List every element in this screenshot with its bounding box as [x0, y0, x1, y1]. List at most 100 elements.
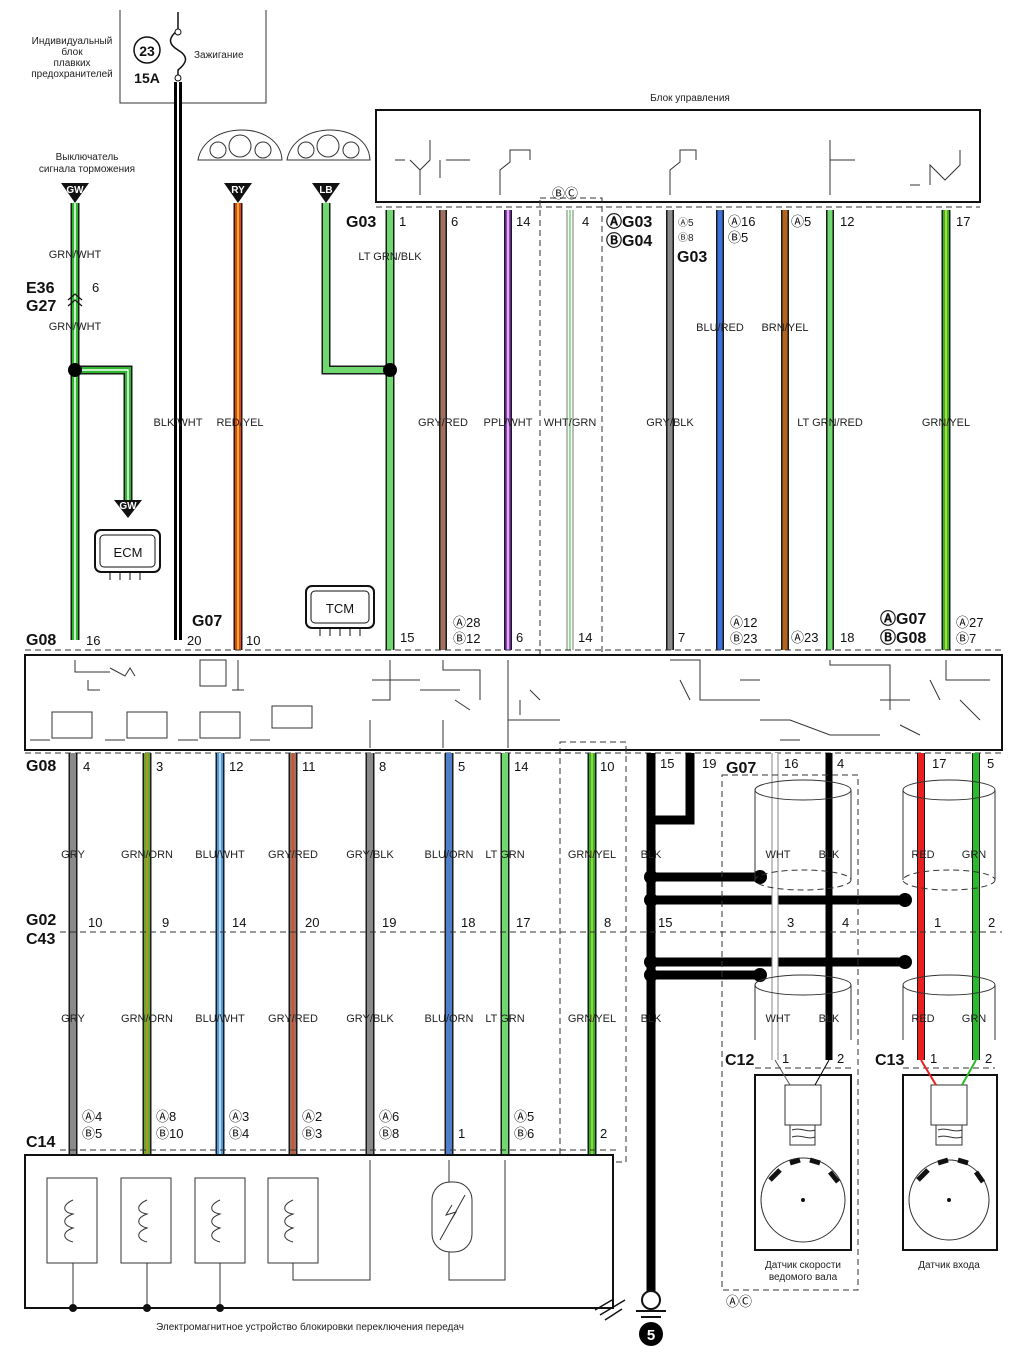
ground-symbol: 5	[636, 1290, 666, 1346]
fuse-terminal-top	[174, 28, 182, 36]
label-pins-c14-1: 1	[458, 1126, 465, 1141]
label-red-yel: RED/YEL	[216, 417, 263, 429]
label-pins-g02-1: 1	[934, 915, 941, 930]
pin-g03-b5: Ⓑ5	[728, 230, 748, 245]
label-pins-g02-14: 14	[232, 915, 246, 930]
label-pins-c14-a3: Ⓐ3	[229, 1109, 249, 1124]
pin-g08-15: 15	[400, 630, 414, 645]
tcm-internal-circuitry	[30, 659, 990, 748]
label-pins-g02-19: 19	[382, 915, 396, 930]
tcm-module: TCM	[305, 585, 375, 636]
wire-labels-row1: GRY GRN/ORN BLU/WHT GRY/RED GRY/BLK BLU/…	[61, 849, 986, 861]
label-wire-labels-gry: GRY	[61, 1013, 85, 1025]
tcm-internal-block	[24, 654, 1003, 751]
label-pins-c14-b4: Ⓑ4	[229, 1126, 249, 1141]
label-wire-labels-grn: GRN	[962, 849, 987, 861]
label-wire-labels-blk: BLK	[641, 849, 662, 861]
ground-wires	[644, 753, 912, 1300]
pin-g08-b7: Ⓑ7	[956, 631, 976, 646]
label-wire-labels-grn-yel: GRN/YEL	[568, 1013, 616, 1025]
label-wire-labels-red: RED	[911, 849, 934, 861]
label-pins-g02-4: 4	[842, 915, 849, 930]
label-pins-c14-b8: Ⓑ8	[379, 1126, 399, 1141]
connector-g08-upper: G08	[26, 632, 56, 649]
label-wire-labels-blu-orn: BLU/ORN	[425, 1013, 474, 1025]
pin-lo-15: 15	[660, 756, 674, 771]
connector-g07-upper: G07	[192, 613, 222, 630]
ac-variant-dashed-area	[721, 774, 859, 1291]
control-unit: Блок управления ⒷⒸ	[375, 93, 981, 661]
pin-g03-a5: Ⓐ5	[678, 217, 694, 229]
pin-c12-1: 1	[782, 1051, 789, 1066]
pin-lo-4b: 4	[837, 756, 844, 771]
gauge-cluster-icon	[197, 129, 283, 161]
connector-g08-lower: G08	[26, 758, 56, 775]
pin-lo-5: 5	[458, 759, 465, 774]
label-wire-labels-lt-grn: LT GRN	[485, 1013, 524, 1025]
ground-number: 5	[647, 1327, 655, 1344]
pin-lo-10: 10	[600, 759, 614, 774]
g02-pins: 10 9 14 20 19 18 17 8 15 3 4 1 2	[88, 915, 995, 930]
gauge-cluster-icon	[286, 129, 371, 161]
output-speed-sensor-label-2: ведомого вала	[769, 1272, 838, 1283]
fuse-block: Индивидуальный блок плавких предохраните…	[31, 10, 267, 104]
connector-g27: G27	[26, 298, 56, 315]
ac-variant-mark: ⒶⒸ	[726, 1294, 752, 1309]
wire-grn-wht	[68, 203, 133, 640]
label-pins-c14-b5: Ⓑ5	[82, 1126, 102, 1141]
sensor-wires	[754, 753, 996, 1060]
label-pins-g02-8: 8	[604, 915, 611, 930]
pin-g03-a16: Ⓐ16	[728, 214, 755, 229]
label-pins-g02-2: 2	[988, 915, 995, 930]
fuse-block-label-1: Индивидуальный	[32, 36, 113, 47]
pin-g03-14: 14	[516, 214, 530, 229]
label-ppl-wht: PPL/WHT	[484, 417, 533, 429]
connector-c13: C13	[875, 1052, 904, 1069]
label-wire-labels-gry-blk: GRY/BLK	[346, 1013, 394, 1025]
pin-g08-a28: Ⓐ28	[453, 615, 480, 630]
connector-c12: C12	[725, 1052, 754, 1069]
pin-lo-4: 4	[83, 759, 90, 774]
pin-g08-a27: Ⓐ27	[956, 615, 983, 630]
label-pins-c14-2: 2	[600, 1126, 607, 1141]
pin-lo-19: 19	[702, 756, 716, 771]
instrument-cluster-1	[197, 129, 283, 161]
pin-lo-16: 16	[784, 756, 798, 771]
pin-g08-20: 20	[187, 633, 201, 648]
label-brn-yel: BRN/YEL	[761, 322, 808, 334]
pin-g08-b23: Ⓑ23	[730, 631, 757, 646]
tcm-label: TCM	[326, 601, 354, 616]
pin-lo-5b: 5	[987, 756, 994, 771]
brake-switch-label-2: сигнала торможения	[39, 164, 135, 175]
label-wire-labels-lt-grn: LT GRN	[485, 849, 524, 861]
flag-ry: RY	[224, 183, 252, 203]
fuse-rating: 15A	[134, 70, 160, 86]
flag-gw-label: GW	[66, 185, 84, 196]
flag-ry-label: RY	[231, 185, 245, 196]
fuse-icon	[169, 12, 187, 80]
pin-g08-18: 18	[840, 630, 854, 645]
connector-b-g04: ⒷG04	[606, 231, 652, 250]
pin-g08-14: 14	[578, 630, 592, 645]
flag-gw-ecm: GW	[119, 501, 137, 512]
label-wht-grn: WHT/GRN	[544, 417, 597, 429]
control-unit-box	[375, 109, 981, 203]
pin-g03-6: 6	[451, 214, 458, 229]
label-wire-labels-grn-orn: GRN/ORN	[121, 849, 173, 861]
connector-b-g08: ⒷG08	[880, 628, 926, 647]
label-pins-c14-b3: Ⓑ3	[302, 1126, 322, 1141]
label-wire-labels-wht: WHT	[765, 1013, 790, 1025]
pin-g08-7: 7	[678, 630, 685, 645]
control-unit-label: Блок управления	[650, 93, 730, 104]
label-pins-c14-a4: Ⓐ4	[82, 1109, 102, 1124]
label-grn-wht-top: GRN/WHT	[49, 249, 102, 261]
lower-wires	[68, 753, 597, 1160]
label-wire-labels-gry-blk: GRY/BLK	[346, 849, 394, 861]
flag-lb: LB	[312, 183, 340, 203]
label-pins-g02-3: 3	[787, 915, 794, 930]
label-pins-g02-10: 10	[88, 915, 102, 930]
label-pins-c14-b10: Ⓑ10	[156, 1126, 183, 1141]
connector-c14: C14	[26, 1134, 55, 1151]
connector-g02: G02	[26, 912, 56, 929]
